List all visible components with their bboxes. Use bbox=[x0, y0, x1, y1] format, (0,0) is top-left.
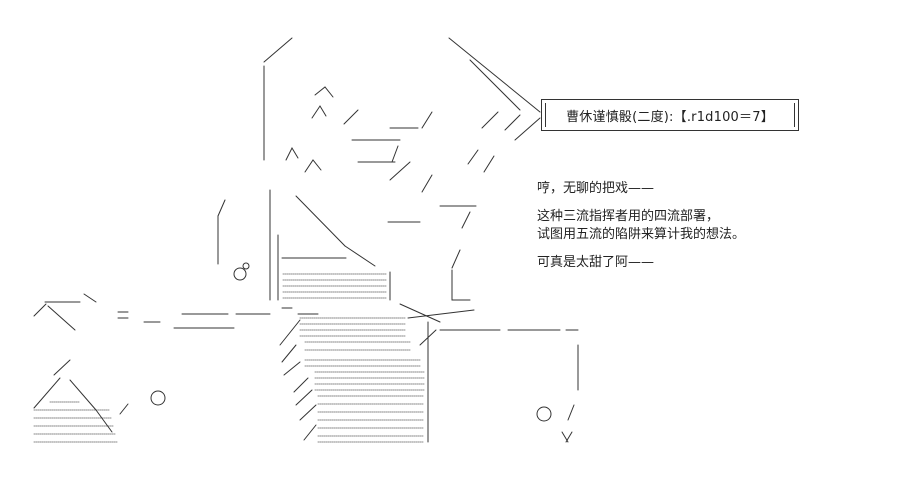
ground-lines bbox=[33, 293, 579, 443]
roof-lines bbox=[263, 37, 541, 161]
dialogue-line-1: 哼，无聊的把戏—— bbox=[537, 181, 655, 196]
dialogue-line-4: 可真是太甜了阿—— bbox=[537, 255, 655, 270]
dialogue-block: 哼，无聊的把戏—— 这种三流指挥者用的四流部署， 试图用五流的陷阱来算计我的想法… bbox=[537, 180, 745, 272]
dice-roll-box: 曹休谨慎骰(二度):【.r1d100＝7】 bbox=[541, 99, 799, 131]
stand-hatch bbox=[33, 273, 425, 443]
dice-roll-text: 曹休谨慎骰(二度):【.r1d100＝7】 bbox=[566, 110, 774, 125]
figure-outline bbox=[217, 86, 499, 301]
dialogue-line-2: 这种三流指挥者用的四流部署， bbox=[537, 209, 720, 224]
swirl-marks bbox=[150, 262, 552, 422]
stand-frame bbox=[279, 303, 475, 443]
dialogue-line-3: 试图用五流的陷阱来算计我的想法。 bbox=[537, 227, 746, 242]
